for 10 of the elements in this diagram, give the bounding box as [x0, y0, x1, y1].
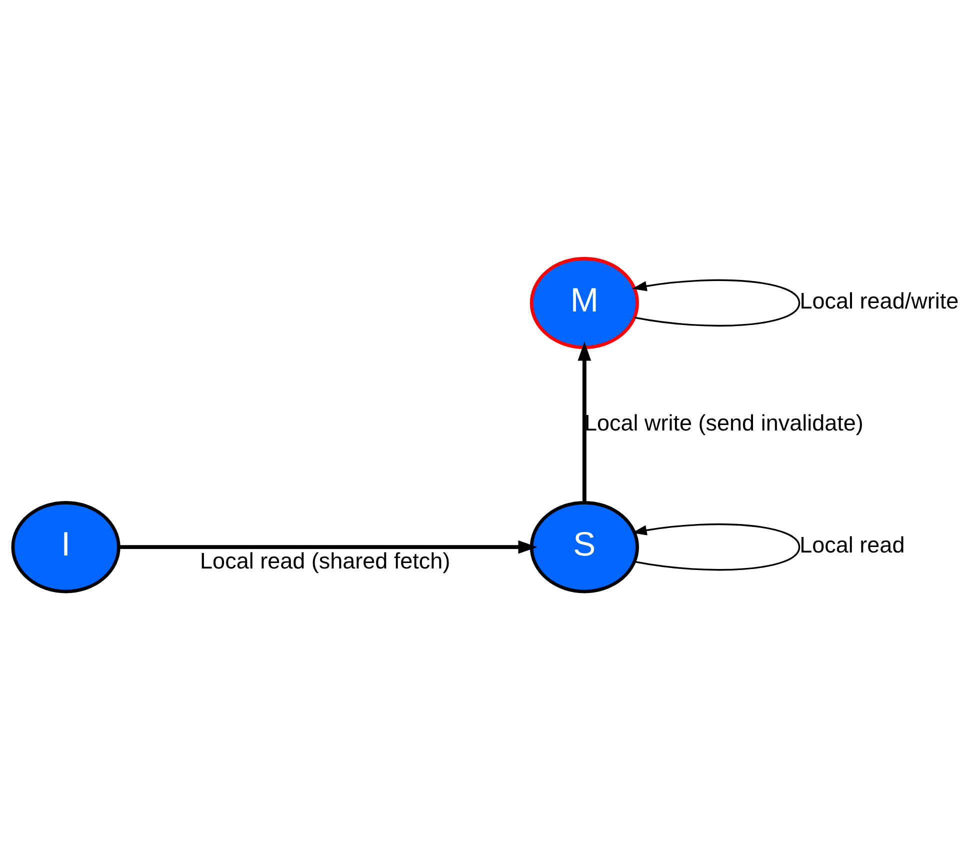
node-ellipse: S: [530, 500, 639, 594]
arrow: [578, 342, 592, 502]
node-ellipse: I: [11, 500, 120, 594]
arrow: [632, 279, 800, 326]
edge-label: Local read/write: [800, 288, 959, 314]
edge-label: Local read: [800, 532, 905, 558]
arrow: [632, 523, 800, 571]
edge-label: Local read (shared fetch): [200, 548, 450, 574]
arrow: [118, 540, 538, 554]
node-ellipse: M: [530, 256, 639, 350]
